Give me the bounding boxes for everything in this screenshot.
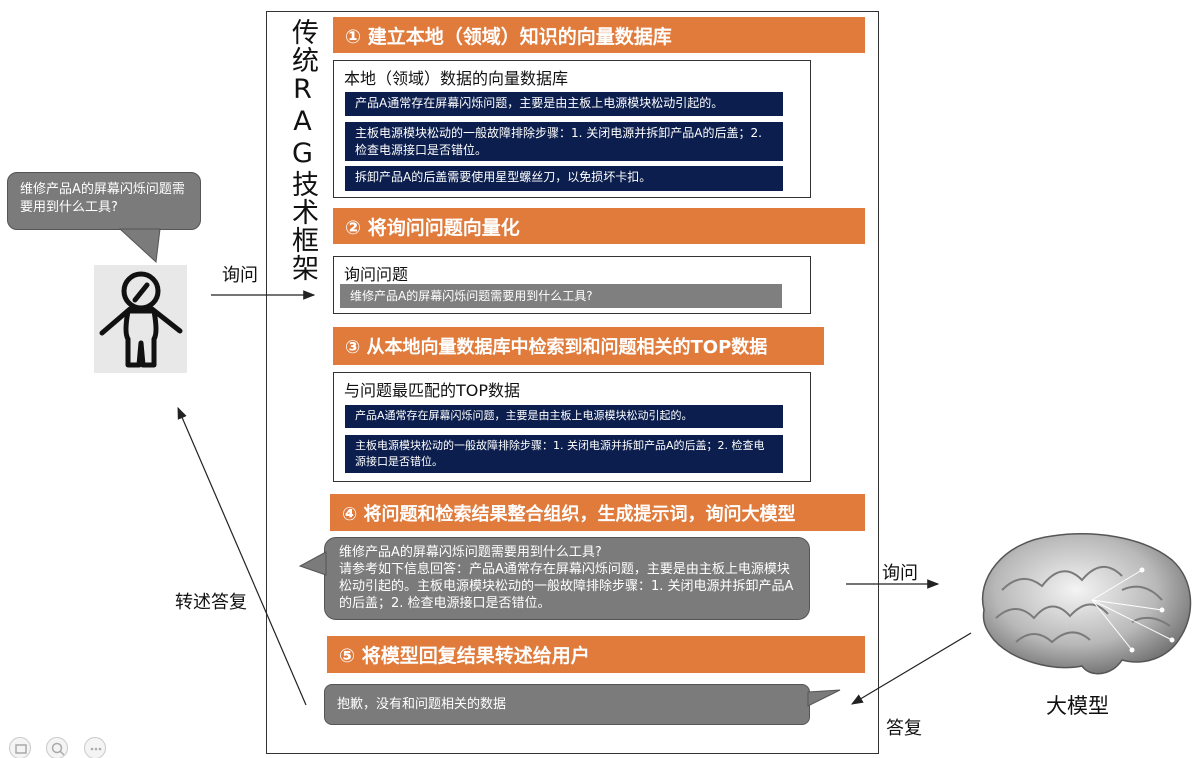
step-4-bar: ④ 将问题和检索结果整合组织，生成提示词，询问大模型	[330, 494, 865, 531]
vector-db-row-2: 主板电源模块松动的一般故障排除步骤：1. 关闭电源并拆卸产品A的后盖；2. 检查…	[345, 122, 783, 161]
query-panel: 询问问题 维修产品A的屏幕闪烁问题需要用到什么工具?	[333, 256, 811, 314]
vector-db-row-1: 产品A通常存在屏幕闪烁问题，主要是由主板上电源模块松动引起的。	[345, 92, 783, 116]
top-data-panel: 与问题最匹配的TOP数据 产品A通常存在屏幕闪烁问题，主要是由主板上电源模块松动…	[333, 372, 811, 482]
top-data-row-2: 主板电源模块松动的一般故障排除步骤：1. 关闭电源并拆卸产品A的后盖；2. 检查…	[345, 435, 783, 473]
frame-title: 传统RAG技术框架	[287, 18, 318, 282]
step-5-bar: ⑤ 将模型回复结果转述给用户	[327, 636, 865, 673]
answer-bubble: 抱歉，没有和问题相关的数据	[324, 684, 810, 725]
zoom-icon[interactable]	[46, 737, 68, 758]
label-relay: 转述答复	[175, 592, 247, 613]
prompt-question: 维修产品A的屏幕闪烁问题需要用到什么工具?	[339, 545, 602, 560]
step-1-bar: ① 建立本地（领域）知识的向量数据库	[333, 17, 865, 53]
rag-framework-frame	[266, 11, 879, 754]
more-icon[interactable]	[84, 737, 106, 758]
label-reply: 答复	[886, 718, 922, 739]
slides-icon[interactable]	[9, 737, 31, 758]
label-model: 大模型	[1046, 694, 1109, 718]
prompt-bubble: 维修产品A的屏幕闪烁问题需要用到什么工具? 请参考如下信息回答：产品A通常存在屏…	[324, 537, 810, 620]
vector-db-row-3: 拆卸产品A的后盖需要使用星型螺丝刀，以免损坏卡扣。	[345, 166, 783, 191]
query-title: 询问问题	[344, 265, 409, 284]
query-row: 维修产品A的屏幕闪烁问题需要用到什么工具?	[340, 284, 782, 308]
vector-db-panel: 本地（领域）数据的向量数据库 产品A通常存在屏幕闪烁问题，主要是由主板上电源模块…	[333, 60, 811, 198]
vector-db-title: 本地（领域）数据的向量数据库	[344, 69, 569, 88]
brain-icon	[972, 530, 1198, 680]
prompt-context: 请参考如下信息回答：产品A通常存在屏幕闪烁问题，主要是由主板上电源模块松动引起的…	[339, 562, 794, 611]
top-data-row-1: 产品A通常存在屏幕闪烁问题，主要是由主板上电源模块松动引起的。	[345, 405, 783, 428]
label-ask-right: 询问	[882, 563, 918, 584]
step-3-bar: ③ 从本地向量数据库中检索到和问题相关的TOP数据	[333, 327, 824, 365]
step-2-bar: ② 将询问问题向量化	[333, 208, 865, 244]
label-ask-left: 询问	[222, 265, 258, 286]
top-data-title: 与问题最匹配的TOP数据	[344, 381, 521, 400]
person-icon	[94, 265, 187, 373]
user-question-bubble: 维修产品A的屏幕闪烁问题需要用到什么工具?	[7, 172, 201, 230]
